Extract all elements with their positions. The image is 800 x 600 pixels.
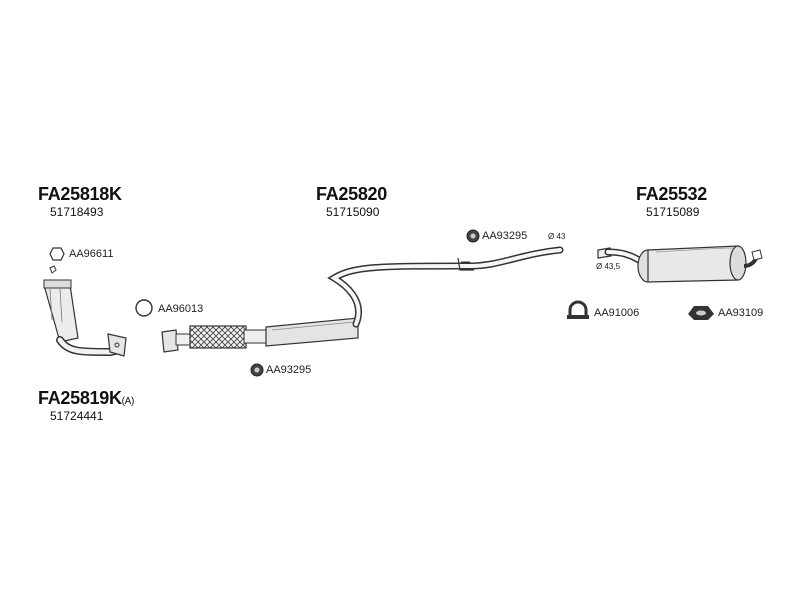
clamp-lower-icon[interactable]	[250, 363, 264, 377]
gasket-ref: AA96611	[69, 248, 114, 260]
clamp-upper-ref: AA93295	[482, 230, 528, 242]
u-clamp-icon[interactable]	[567, 300, 589, 319]
catalyst-code: FA25818K	[38, 184, 122, 204]
gasket-small-icon	[49, 265, 57, 274]
catalyst-oe-number: 51718493	[50, 205, 104, 219]
rear-assembly[interactable]	[597, 245, 763, 283]
ring-ref: AA96013	[158, 303, 204, 315]
hanger-ref: AA93109	[718, 307, 764, 319]
catalyst-assembly[interactable]	[43, 279, 127, 357]
middle-oe-number: 51715090	[326, 205, 380, 219]
clamp-lower-ref: AA93295	[266, 364, 312, 376]
rear-oe-number: 51715089	[646, 205, 700, 219]
middle-outlet-diameter: Ø 43	[548, 232, 566, 241]
rear-code: FA25532	[636, 184, 707, 204]
clamp-upper-icon[interactable]	[466, 229, 480, 243]
front-pipe-suffix: (A)	[121, 396, 135, 407]
rear-inlet-diameter: Ø 43,5	[596, 262, 621, 271]
gasket-icon[interactable]	[49, 247, 65, 261]
middle-assembly[interactable]	[161, 246, 564, 353]
u-clamp-ref: AA91006	[594, 307, 640, 319]
front-pipe-oe-number: 51724441	[50, 409, 104, 423]
sealing-ring-icon[interactable]	[135, 299, 153, 317]
rubber-hanger-icon[interactable]	[688, 306, 714, 320]
middle-code: FA25820	[316, 184, 387, 204]
front-pipe-code-text: FA25819K	[38, 388, 122, 408]
front-pipe-code: FA25819K(A)	[38, 388, 134, 409]
